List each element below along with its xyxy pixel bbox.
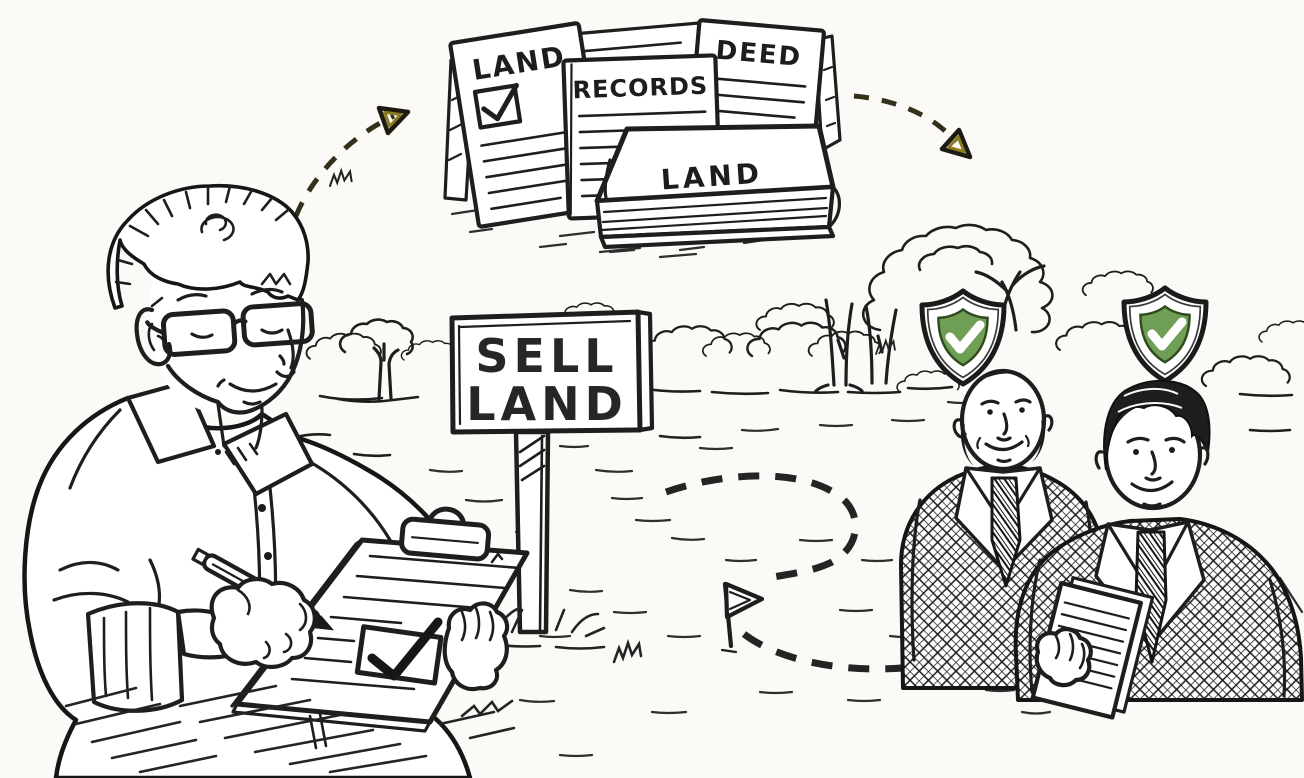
sign-post (513, 429, 551, 635)
arrowhead-icon (376, 105, 411, 136)
necktie (990, 476, 1022, 588)
checkmark-icon (367, 617, 443, 681)
document-records-title: RECORDS (572, 72, 708, 105)
head (959, 368, 1047, 472)
seller-figure (22, 183, 530, 778)
rolled-sleeve-cuff (85, 601, 185, 713)
pennant-flag-icon (720, 581, 765, 654)
checkmark-icon (481, 82, 519, 122)
documents-stack: LAND DEED RECORDS LAND (443, 18, 842, 250)
buyer-hand (1034, 627, 1093, 688)
arrow-documents-to-buyers (853, 93, 973, 160)
seller-head (106, 183, 315, 450)
glasses-icon (145, 301, 315, 357)
hair (1103, 379, 1211, 471)
sell-land-sign: SELL LAND (449, 309, 702, 650)
hair (106, 183, 310, 310)
arrow-seller-to-documents (293, 105, 411, 217)
seller-hand-pen (209, 577, 317, 669)
sign-line2: LAND (466, 377, 628, 431)
buyer-left (899, 368, 1106, 690)
sign-board (449, 309, 643, 435)
ground-shadow-hatch (64, 684, 516, 774)
clipboard-clip (399, 506, 492, 562)
collar-right (221, 411, 315, 497)
land-book-title: LAND (660, 156, 764, 196)
background-tree-trunks (814, 298, 898, 393)
large-tree (755, 223, 1140, 352)
sign-line1: SELL (475, 329, 618, 383)
arrowhead-icon (939, 127, 973, 160)
land-book: LAND (594, 123, 841, 250)
small-tree (305, 318, 459, 403)
seller-hand-board (442, 601, 510, 692)
background-trees-and-bushes (294, 223, 1304, 458)
buyer-right (1013, 379, 1304, 720)
